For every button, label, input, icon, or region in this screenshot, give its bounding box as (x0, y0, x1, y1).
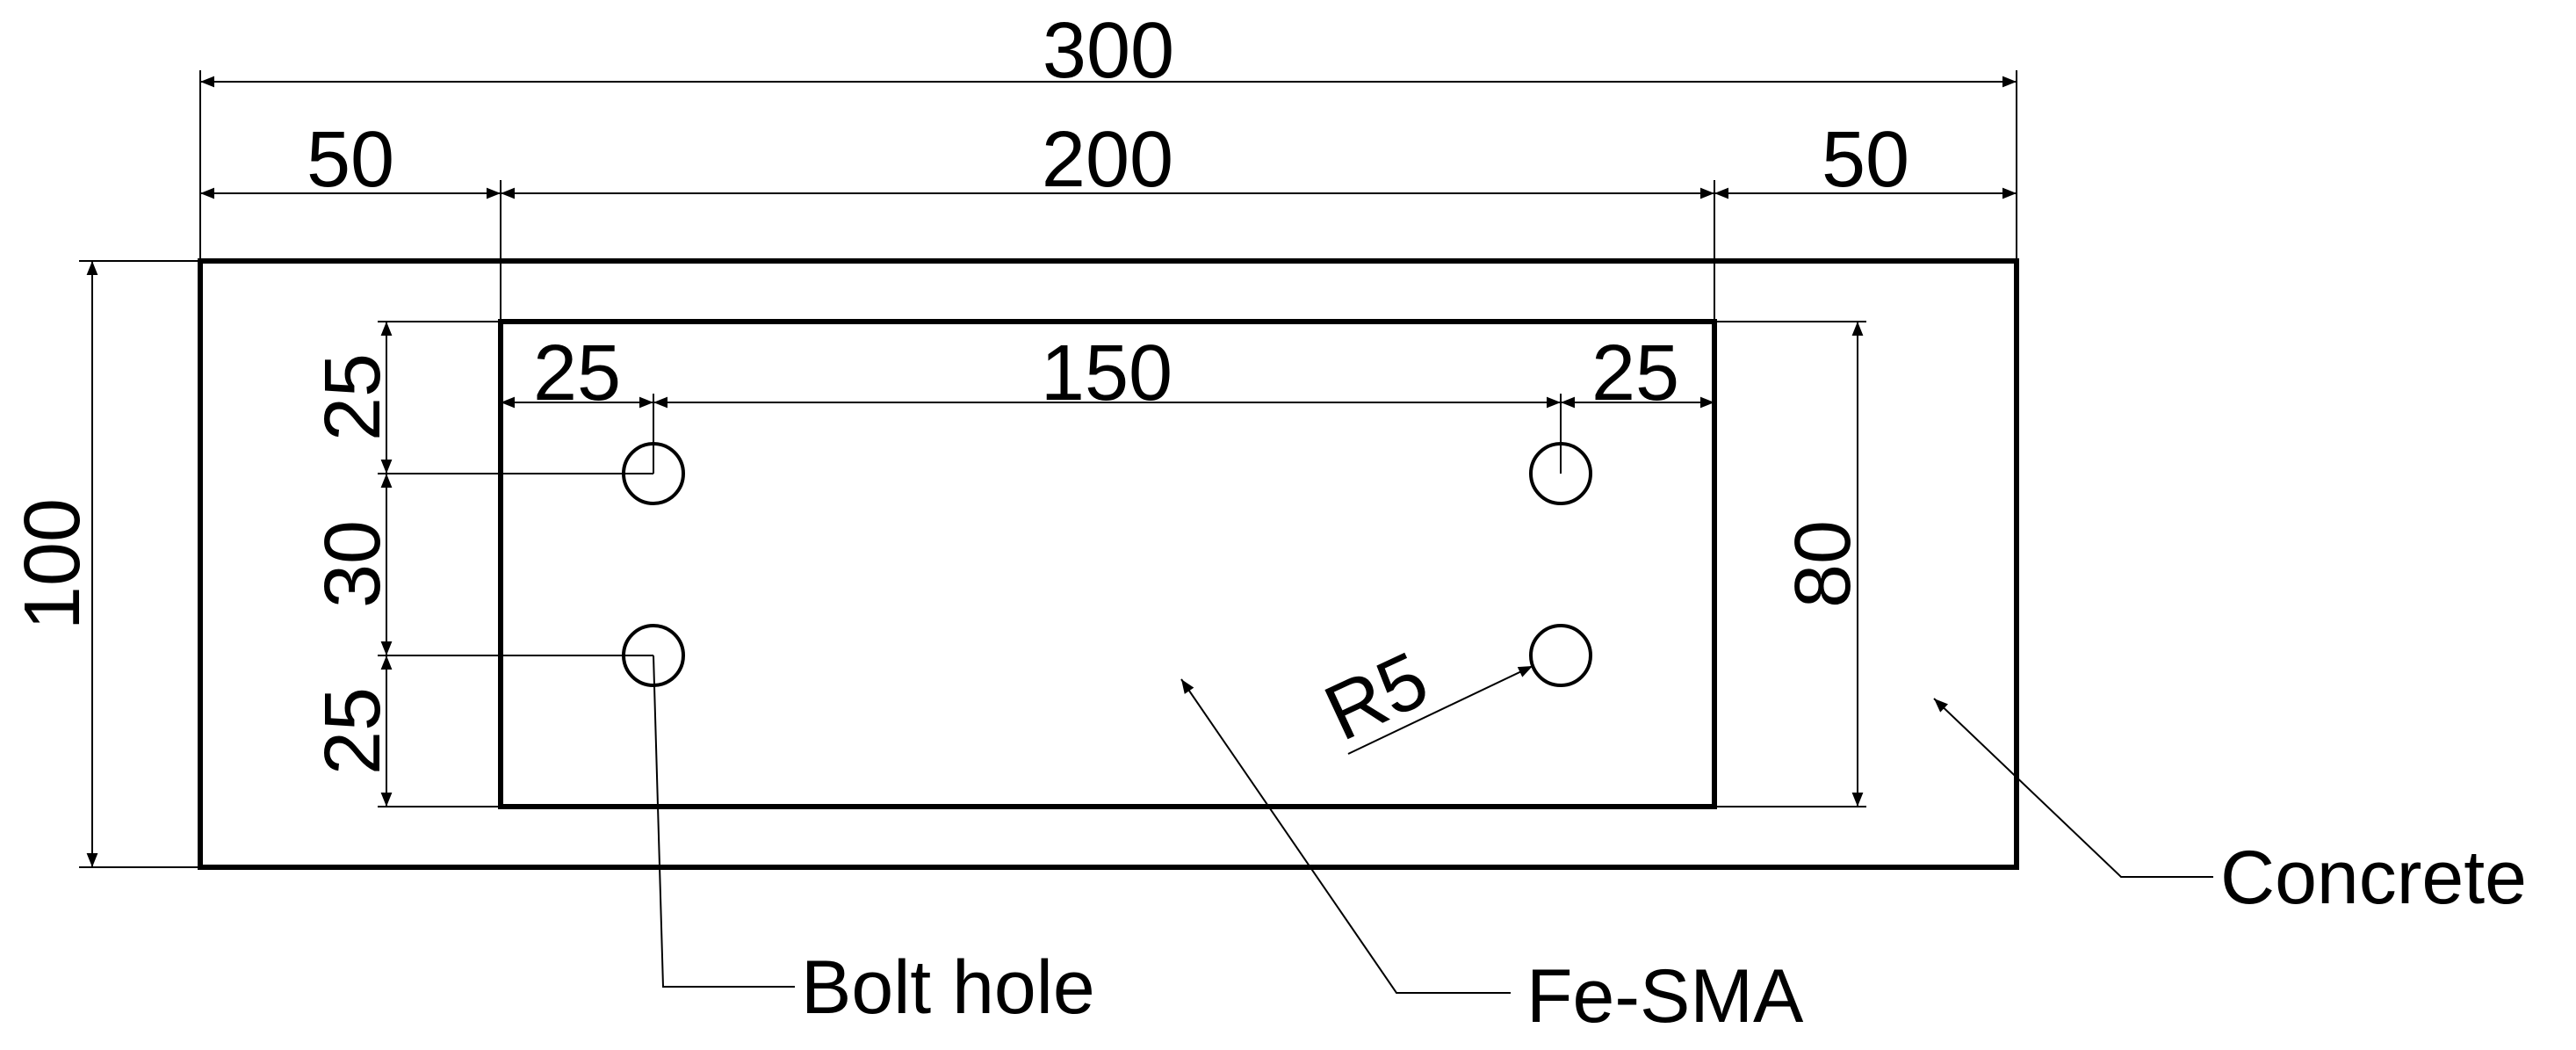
dim-hole-spacing-x: 150 (1041, 329, 1173, 417)
dim-plate-height: 80 (1779, 520, 1867, 608)
dim-hole-edge-bottom: 25 (309, 687, 397, 775)
label-concrete: Concrete (2220, 836, 2527, 920)
fe-sma-plate (498, 319, 1717, 809)
label-bolt-hole: Bolt hole (801, 945, 1095, 1030)
label-fe-sma: Fe-SMA (1526, 954, 1804, 1039)
leader-lines (653, 655, 2213, 994)
dimension-lines (86, 76, 2017, 867)
dim-right-margin: 50 (1822, 116, 1909, 204)
dim-plate-width: 200 (1042, 116, 1173, 204)
dim-overall-height: 100 (9, 498, 97, 630)
extension-lines (79, 70, 2017, 868)
dim-hole-edge-top: 25 (309, 353, 397, 441)
dim-hole-spacing-y: 30 (309, 520, 397, 608)
dim-hole-edge-left: 25 (533, 329, 621, 417)
concrete-block (198, 258, 2019, 870)
bolt-hole-bottom-right (1529, 624, 1592, 687)
dim-hole-radius: R5 (1312, 635, 1441, 757)
dim-hole-edge-right: 25 (1591, 329, 1679, 417)
dim-overall-width: 300 (1043, 7, 1174, 95)
dim-left-margin: 50 (307, 116, 394, 204)
